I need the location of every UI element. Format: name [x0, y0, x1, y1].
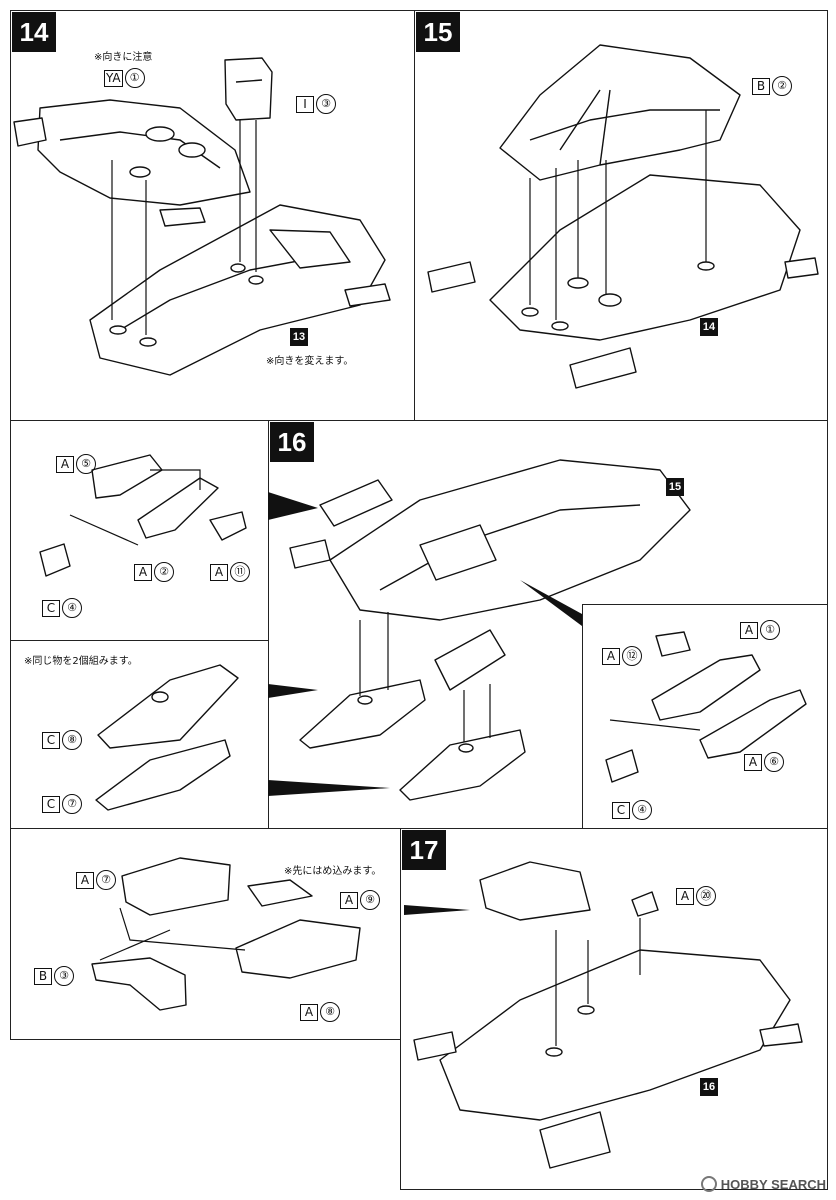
- part-letter: A: [602, 647, 620, 665]
- part-number: ②: [154, 562, 174, 582]
- part-letter: A: [740, 621, 758, 639]
- part-number: ⑧: [62, 730, 82, 750]
- subassembly-d-parts: [605, 631, 807, 783]
- part-number: ⑦: [62, 794, 82, 814]
- part-number: ⑧: [320, 1002, 340, 1022]
- step16-body: [289, 459, 691, 691]
- step-number-15: 15: [416, 12, 460, 52]
- part-letter: C: [612, 801, 630, 819]
- subassembly-b-parts: [91, 857, 361, 1011]
- part-number: ②: [772, 76, 792, 96]
- ref-step-13: 13: [290, 328, 308, 346]
- step16-pontoons: [299, 679, 526, 801]
- part-letter: A: [300, 1003, 318, 1021]
- part-letter: A: [210, 563, 228, 581]
- part-letter: C: [42, 795, 60, 813]
- part-letter: A: [56, 455, 74, 473]
- watermark: HOBBY SEARCH: [700, 1176, 826, 1192]
- note-insert-first: ※先にはめ込みます。: [284, 866, 382, 877]
- part-letter: A: [744, 753, 762, 771]
- subassembly-a-parts: [39, 454, 247, 577]
- part-number: ③: [54, 966, 74, 986]
- part-number: ①: [124, 68, 145, 88]
- part-number: ⑦: [96, 870, 116, 890]
- ref-step-16: 16: [700, 1078, 718, 1096]
- note-orientation-attention: ※向きに注意: [94, 52, 153, 63]
- step17-body: [413, 861, 803, 1169]
- step-number-14: 14: [12, 12, 56, 52]
- subassembly-c-parts: [95, 664, 239, 811]
- part-number: ④: [62, 598, 82, 618]
- step-number-17: 17: [402, 830, 446, 870]
- part-letter: A: [76, 871, 94, 889]
- part-number: ⑨: [360, 890, 380, 910]
- step15-top-cover: [499, 44, 741, 181]
- part-letter: YA: [104, 69, 123, 87]
- note-orientation-change: ※向きを変えます。: [266, 356, 354, 367]
- part-number: ⑫: [622, 646, 642, 666]
- note-make-two: ※同じ物を2個組みます。: [24, 656, 138, 667]
- step14-top-part: [13, 99, 251, 227]
- part-number: ③: [316, 94, 336, 114]
- part-number: ⑳: [696, 886, 716, 906]
- part-letter: C: [42, 599, 60, 617]
- part-letter: A: [134, 563, 152, 581]
- part-number: ⑥: [764, 752, 784, 772]
- part-letter: I: [296, 95, 314, 113]
- ref-step-14: 14: [700, 318, 718, 336]
- watermark-logo-icon: [700, 1176, 717, 1192]
- part-letter: A: [340, 891, 358, 909]
- ref-step-15: 15: [666, 478, 684, 496]
- watermark-text: HOBBY SEARCH: [720, 1176, 826, 1192]
- step-number-16: 16: [270, 422, 314, 462]
- step14-part-i3: [224, 57, 273, 121]
- part-number: ④: [632, 800, 652, 820]
- part-letter: B: [34, 967, 52, 985]
- part-letter: B: [752, 77, 770, 95]
- part-letter: A: [676, 887, 694, 905]
- part-number: ⑪: [230, 562, 250, 582]
- part-number: ①: [760, 620, 780, 640]
- step14-bottom-part: [89, 204, 391, 376]
- step15-body: [427, 174, 819, 389]
- part-number: ⑤: [76, 454, 96, 474]
- part-letter: C: [42, 731, 60, 749]
